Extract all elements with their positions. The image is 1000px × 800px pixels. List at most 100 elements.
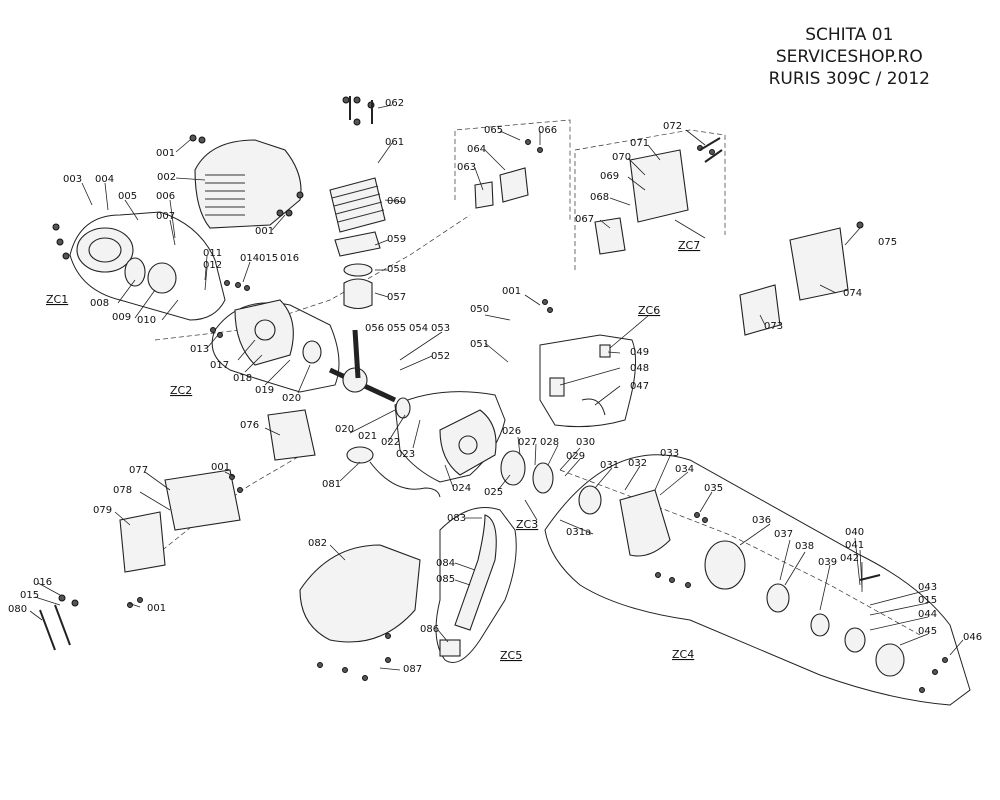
- label-007: 007: [156, 211, 175, 222]
- label-055: 055: [387, 323, 406, 334]
- label-083: 083: [447, 513, 466, 524]
- label-016-b: 016: [33, 577, 52, 588]
- label-034: 034: [675, 464, 694, 475]
- diagram-header: SCHITA 01 SERVICESHOP.RO RURIS 309C / 20…: [769, 24, 930, 90]
- label-080: 080: [8, 604, 27, 615]
- label-071: 071: [630, 138, 649, 149]
- label-018: 018: [233, 373, 252, 384]
- label-045: 045: [918, 626, 937, 637]
- label-086: 086: [420, 624, 439, 635]
- label-001-a: 001: [156, 148, 175, 159]
- label-023: 023: [396, 449, 415, 460]
- group-label-zc1: ZC1: [46, 293, 68, 306]
- label-068: 068: [590, 192, 609, 203]
- label-011: 011: [203, 248, 222, 259]
- label-061: 061: [385, 137, 404, 148]
- label-062: 062: [385, 98, 404, 109]
- label-009: 009: [112, 312, 131, 323]
- label-077: 077: [129, 465, 148, 476]
- label-008: 008: [90, 298, 109, 309]
- filter-element: [739, 284, 781, 336]
- starter-spring: [124, 257, 146, 287]
- group-labels: ZC1 ZC2 ZC3 ZC4 ZC5 ZC6 ZC7: [46, 239, 700, 662]
- tank-cap-part: [599, 344, 611, 358]
- clutch-drum: [578, 485, 602, 515]
- label-027: 027: [518, 437, 537, 448]
- bolts: [39, 96, 881, 651]
- label-020-a: 020: [282, 393, 301, 404]
- label-059: 059: [387, 234, 406, 245]
- label-002: 002: [157, 172, 176, 183]
- fuel-cap: [346, 446, 374, 464]
- header-model: RURIS 309C / 2012: [768, 69, 930, 89]
- label-026: 026: [502, 426, 521, 437]
- handle-bar: [454, 514, 497, 631]
- header-site: SERVICESHOP.RO: [775, 47, 923, 67]
- label-082: 082: [308, 538, 327, 549]
- label-085: 085: [436, 574, 455, 585]
- label-070: 070: [612, 152, 631, 163]
- label-079: 079: [93, 505, 112, 516]
- axis-line-left: [154, 214, 471, 341]
- group-label-zc3: ZC3: [516, 518, 538, 531]
- label-072: 072: [663, 121, 682, 132]
- label-066: 066: [538, 125, 557, 136]
- label-063: 063: [457, 162, 476, 173]
- label-074: 074: [843, 288, 862, 299]
- shaft-sleeve: [844, 627, 866, 653]
- label-032: 032: [628, 458, 647, 469]
- group-label-zc7: ZC7: [678, 239, 700, 252]
- label-073: 073: [764, 321, 783, 332]
- drive-shaft-housing: [704, 540, 746, 590]
- piston-ring: [343, 263, 373, 277]
- cylinder-shroud: [194, 139, 302, 229]
- bearing-holder: [766, 583, 790, 613]
- label-015-c: 015: [20, 590, 39, 601]
- label-003: 003: [63, 174, 82, 185]
- crankshaft: [328, 329, 397, 403]
- label-010: 010: [137, 315, 156, 326]
- label-053: 053: [431, 323, 450, 334]
- label-017: 017: [210, 360, 229, 371]
- group-label-zc4: ZC4: [672, 648, 694, 661]
- label-067: 067: [575, 214, 594, 225]
- piston: [343, 278, 373, 310]
- label-041: 041: [845, 540, 864, 551]
- label-014: 014: [240, 253, 259, 264]
- label-057: 057: [387, 292, 406, 303]
- label-051: 051: [470, 339, 489, 350]
- label-084: 084: [436, 558, 455, 569]
- label-038: 038: [795, 541, 814, 552]
- label-006: 006: [156, 191, 175, 202]
- label-037: 037: [774, 529, 793, 540]
- label-069: 069: [600, 171, 619, 182]
- label-081: 081: [322, 479, 341, 490]
- tank-clip: [581, 398, 606, 416]
- end-bushing: [875, 643, 905, 677]
- label-004: 004: [95, 174, 114, 185]
- label-048: 048: [630, 363, 649, 374]
- label-075: 075: [878, 237, 897, 248]
- label-001-d: 001: [211, 462, 230, 473]
- air-filter-cover: [789, 227, 849, 301]
- label-015-a: 015: [259, 253, 278, 264]
- fuel-hose: [369, 461, 441, 498]
- shaft-coupler: [810, 613, 830, 637]
- label-065: 065: [484, 125, 503, 136]
- insulator-plate: [474, 181, 494, 209]
- flywheel: [500, 450, 526, 486]
- label-036: 036: [752, 515, 771, 526]
- label-050: 050: [470, 304, 489, 315]
- primer-bulb: [549, 377, 565, 397]
- label-046: 046: [963, 632, 982, 643]
- label-031a: 031a: [566, 527, 591, 538]
- label-043: 043: [918, 582, 937, 593]
- leader-lines: [29, 104, 964, 671]
- label-021: 021: [358, 431, 377, 442]
- label-064: 064: [467, 144, 486, 155]
- label-019: 019: [255, 385, 274, 396]
- label-028: 028: [540, 437, 559, 448]
- axis-line-right: [559, 469, 921, 636]
- zc2-outline: [211, 302, 340, 393]
